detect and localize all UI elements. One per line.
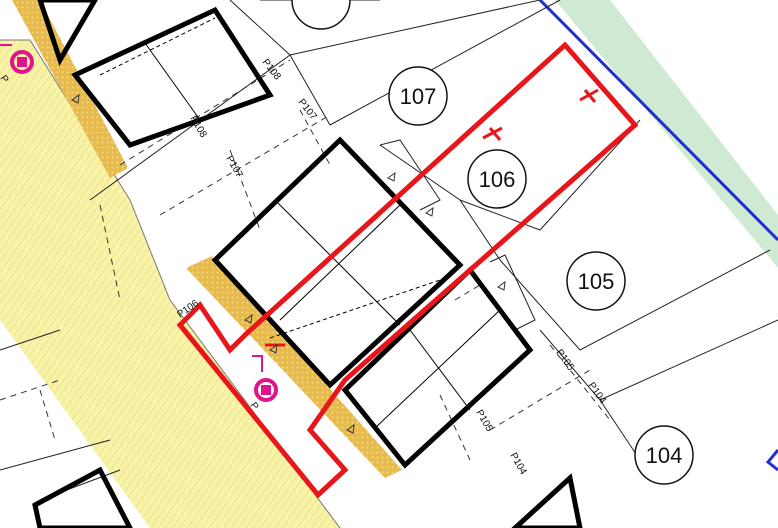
plot-105-label: 105 [578,269,615,294]
highway-strip [0,40,340,528]
verge-strip-top [12,0,128,178]
arrow-marker-icon [71,93,506,434]
ev-charger-icon [0,44,34,74]
site-boundary-ticks [265,88,599,347]
blue-boundary-corner [765,449,778,472]
plot-lines [0,0,778,501]
building-107-108 [71,6,274,148]
verge-strip-middle [186,256,402,478]
plot-107: 107 [388,66,448,126]
plot-105: 105 [566,251,626,311]
dashed-lines [0,59,611,461]
plot-104-label: 104 [646,443,683,468]
building-bottom-right [511,473,583,528]
green-strip [555,0,778,268]
parking-ref-p-top: P [0,73,11,85]
building-bottom-left [32,466,133,528]
plot-106-label: 106 [479,167,516,192]
building-106-107 [211,136,464,389]
building-top-left [37,0,98,67]
plot-104: 104 [634,425,694,485]
plot-106: 106 [467,149,527,209]
site-boundary [176,41,639,499]
plot-partial-top [291,0,351,30]
ev-charger-icon [252,355,278,402]
blue-boundary-line [538,0,778,242]
highway-edge [0,39,341,528]
plot-107-label: 107 [400,84,437,109]
